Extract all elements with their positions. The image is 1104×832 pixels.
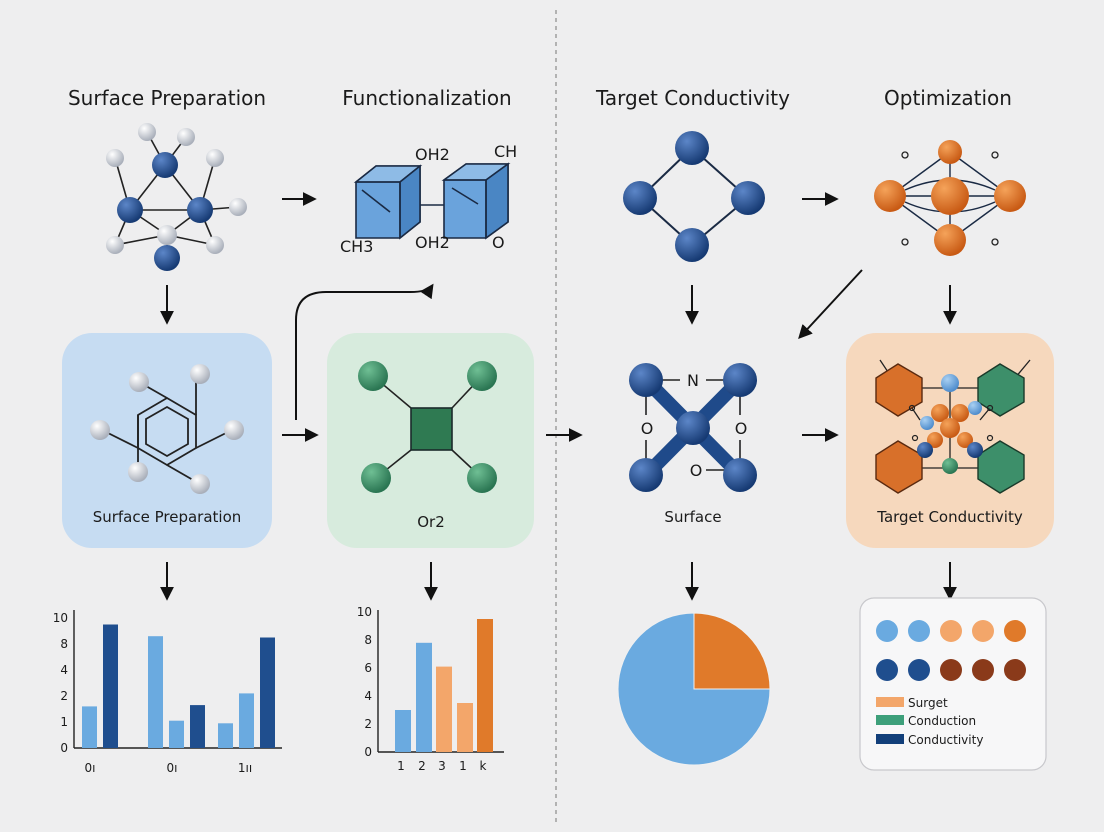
chart1-bar [260, 637, 275, 748]
chart1-bar [239, 693, 254, 748]
dot-marker [876, 620, 898, 642]
chart1-bar [82, 706, 97, 748]
title-optimization: Optimization [884, 86, 1012, 110]
pie-slice [693, 612, 771, 690]
chart1-ytick: 10 [53, 611, 68, 625]
pie-slice [617, 612, 771, 766]
hexagon-molecule [875, 359, 1031, 494]
chem-o-bottom: O [690, 461, 703, 480]
panel-label-or2: Or2 [417, 513, 445, 531]
chart2-bar [395, 710, 411, 752]
molecule-cluster-1-atoms [106, 123, 247, 271]
chart2-bar [436, 666, 452, 752]
chart2-xtick: 3 [438, 759, 446, 773]
chart2-ytick: 0 [364, 745, 372, 759]
title-target-conductivity: Target Conductivity [595, 86, 790, 110]
chart1-xtick: 1ıı [238, 761, 252, 775]
chart2-ytick: 8 [364, 633, 372, 647]
chart1-bar [169, 720, 184, 748]
legend-label-surget: Surget [908, 696, 948, 710]
arrow-diagonal [798, 269, 863, 340]
dot-marker [908, 620, 930, 642]
title-surface-preparation: Surface Preparation [68, 86, 266, 110]
title-functionalization: Functionalization [342, 86, 512, 110]
legend: Surget Conduction Conductivity [876, 696, 983, 747]
panel-label-target-conductivity: Target Conductivity [876, 508, 1023, 526]
dot-marker [908, 659, 930, 681]
chart2-xtick: k [480, 759, 487, 773]
chart2-bar [457, 703, 473, 752]
flow-arrows [160, 192, 957, 601]
pie-chart [617, 612, 771, 766]
chart1-bar [103, 624, 118, 748]
legend-label-conductivity: Conductivity [908, 733, 983, 747]
chart1-bar [218, 723, 233, 748]
dot-marker [940, 620, 962, 642]
legend-swatch-conduction [876, 715, 904, 725]
dot-marker [876, 659, 898, 681]
chem-o-left: O [641, 419, 654, 438]
chart1-xtick: 0ı [167, 761, 178, 775]
legend-swatch-surget [876, 697, 904, 707]
x-molecule [629, 363, 757, 492]
dot-grid-panel [859, 597, 1047, 771]
dot-marker [972, 620, 994, 642]
chart2-xtick: 2 [418, 759, 426, 773]
dot-marker [1004, 620, 1026, 642]
chem-ch: CH [494, 142, 517, 161]
panel-label-surface: Surface [664, 508, 721, 526]
chart1-bar [190, 705, 205, 748]
arrow-curved-up [295, 283, 434, 420]
dot-marker [940, 659, 962, 681]
legend-swatch-conductivity [876, 734, 904, 744]
chart2-xtick: 1 [459, 759, 467, 773]
chem-n: N [687, 371, 699, 390]
chart1-ytick: 4 [60, 663, 68, 677]
chem-oh2-bottom: OH2 [415, 233, 450, 252]
benzene-molecule [90, 364, 244, 494]
panel-label-surface-preparation: Surface Preparation [93, 508, 242, 526]
chart1-ytick: 0 [60, 741, 68, 755]
chart1-ytick: 1 [60, 715, 68, 729]
chart2-ytick: 10 [357, 605, 372, 619]
chart1-ytick: 2 [60, 689, 68, 703]
dot-grid [876, 620, 1026, 681]
diamond-molecule [623, 131, 765, 262]
chem-o-right-2: O [735, 419, 748, 438]
chart2-ytick: 4 [364, 689, 372, 703]
chart1-xtick: 0ı [85, 761, 96, 775]
chem-oh2-top: OH2 [415, 145, 450, 164]
chart2-ytick: 6 [364, 661, 372, 675]
cube-molecule [353, 162, 511, 240]
chart2-ytick: 2 [364, 717, 372, 731]
dot-marker [1004, 659, 1026, 681]
orange-molecule [874, 140, 1026, 256]
bar-chart-1: 0 1 2 4 8 10 0ı 0ı 1ıı [53, 610, 282, 775]
dot-marker [972, 659, 994, 681]
chart2-bar [416, 642, 432, 752]
green-square-molecule [358, 361, 497, 493]
legend-label-conduction: Conduction [908, 714, 976, 728]
chart2-bar [477, 619, 493, 752]
chart1-ytick: 8 [60, 637, 68, 651]
chart2-xtick: 1 [397, 759, 405, 773]
chem-o-right: O [492, 233, 505, 252]
chart1-bar [148, 636, 163, 748]
chem-ch3: CH3 [340, 237, 373, 256]
panel-surface-preparation [62, 333, 272, 548]
